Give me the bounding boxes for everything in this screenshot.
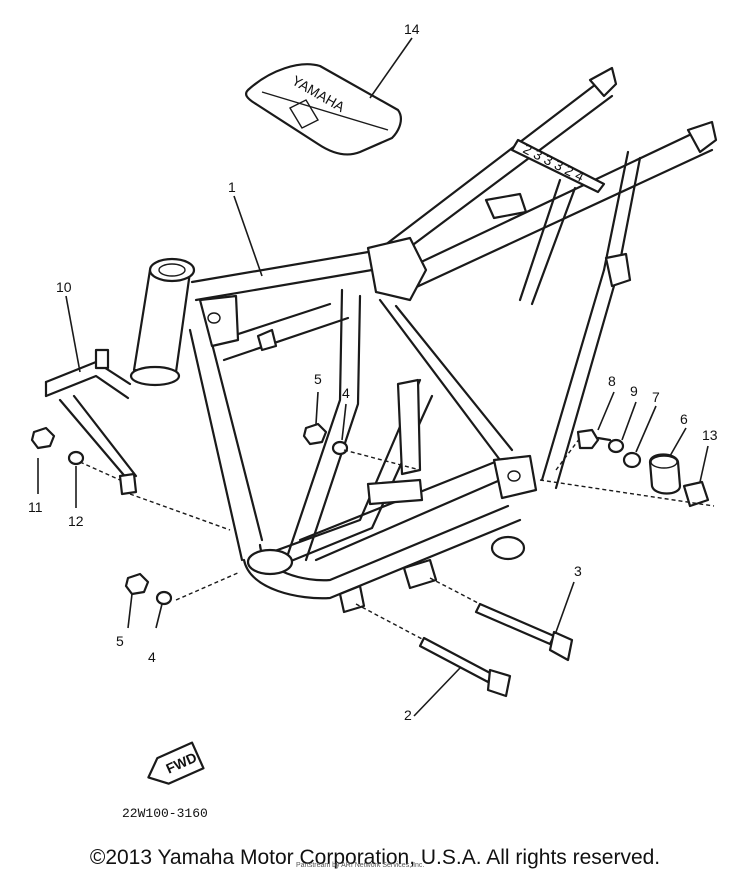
label-10: 10 xyxy=(56,279,72,295)
fwd-arrow-icon: FWD xyxy=(147,741,205,785)
label-7: 7 xyxy=(652,389,660,405)
label-leaders xyxy=(37,37,709,717)
partstream-watermark: Partstream by ARI Network Services, Inc. xyxy=(296,862,425,869)
label-8: 8 xyxy=(608,373,616,389)
label-14: 14 xyxy=(404,21,420,37)
label-13: 13 xyxy=(702,427,718,443)
label-3: 3 xyxy=(574,563,582,579)
label-4-lower: 4 xyxy=(148,649,156,665)
label-1: 1 xyxy=(228,179,236,195)
label-11: 11 xyxy=(28,499,43,515)
hardware-parts xyxy=(30,422,715,698)
drawing-code: 22W100-3160 xyxy=(122,806,208,821)
label-12: 12 xyxy=(68,513,84,529)
label-2: 2 xyxy=(404,707,412,723)
label-5-lower: 5 xyxy=(116,633,124,649)
label-4-center: 4 xyxy=(342,385,350,401)
main-frame-part: 2 3 3 3 2 4 xyxy=(129,66,718,614)
label-9: 9 xyxy=(630,383,638,399)
guard-bar-part xyxy=(44,348,138,496)
copyright-notice: ©2013 Yamaha Motor Corporation, U.S.A. A… xyxy=(89,846,661,869)
frame-stamp-text: 2 3 3 3 2 4 xyxy=(521,140,587,184)
tool-bag-part: YAMAHA xyxy=(245,63,402,156)
part-number-labels: 14 1 10 5 4 8 9 7 6 13 11 12 3 5 4 2 xyxy=(28,21,718,723)
label-6: 6 xyxy=(680,411,688,427)
label-5-center: 5 xyxy=(314,371,322,387)
